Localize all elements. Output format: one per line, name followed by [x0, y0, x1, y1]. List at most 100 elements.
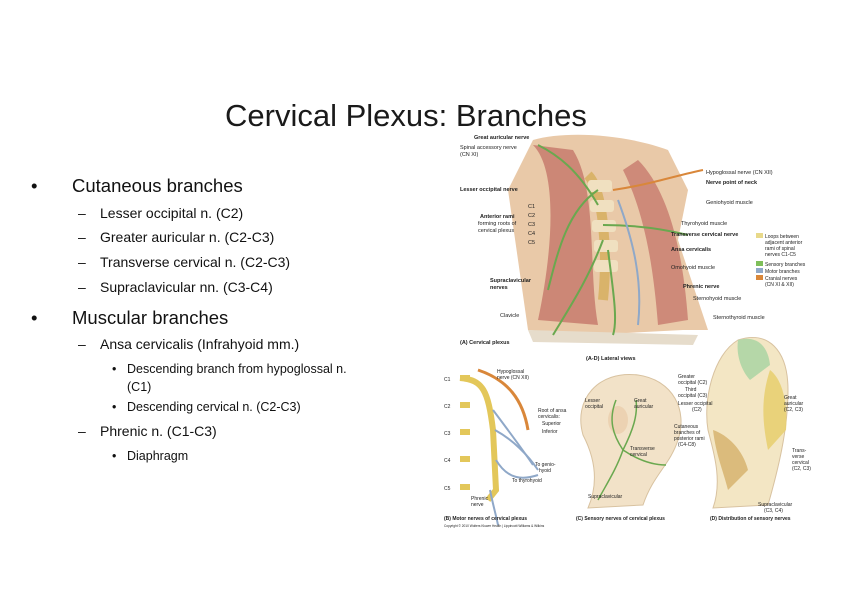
panel-b-hypoglossal-2: nerve (CN XII) — [497, 375, 529, 381]
label-great-auricular: Great auricular nerve — [474, 135, 529, 141]
panel-d-cutaneous-2: branches of — [674, 430, 701, 436]
legend-loops-1: Loops between — [765, 234, 799, 240]
label-spinal-accessory-cn: (CN XI) — [460, 152, 479, 158]
level-c2: C2 — [528, 213, 535, 219]
panel-c-lesser: Lesser — [585, 398, 600, 404]
legend-cranial-2: (CN XI & XII) — [765, 282, 794, 288]
panel-d-cutaneous-4: (C4-C8) — [678, 442, 696, 448]
phrenic-item: Phrenic n. (C1-C3) — [100, 423, 217, 439]
panel-b-root-ansa: Root of ansa — [538, 408, 567, 414]
panel-b-inferior: Inferior — [542, 429, 558, 435]
caption-panel-c: (C) Sensory nerves of cervical plexus — [576, 516, 665, 522]
label-anterior-rami: Anterior rami — [480, 214, 515, 220]
panel-d-labels: Greater occipital (C2) Third occipital (… — [674, 374, 811, 522]
panel-b-phrenic: Phrenic — [471, 496, 488, 502]
panel-b-to-geniohyoid: To genio- — [535, 462, 556, 468]
copyright-notice: Copyright © 2010 Wolters Kluwer Health |… — [444, 524, 545, 528]
bullet-marker: • — [112, 449, 117, 463]
panel-d-lesser: Lesser occipital — [678, 401, 712, 407]
panel-c-illustration — [580, 373, 682, 509]
panel-d-supraclavicular-2: (C3, C4) — [764, 508, 783, 514]
level-c5: C5 — [528, 240, 535, 246]
dash-marker: – — [78, 423, 86, 439]
ansa-item: Ansa cervicalis (Infrahyoid mm.) — [100, 336, 300, 352]
legend-loops-2: adjacent anterior — [765, 240, 803, 246]
label-clavicle: Clavicle — [500, 313, 519, 319]
level-c4: C4 — [528, 231, 535, 237]
legend-swatch-loops — [756, 233, 763, 238]
legend-motor: Motor branches — [765, 269, 800, 275]
panel-c-auricular: auricular — [634, 404, 654, 410]
legend-sensory: Sensory branches — [765, 262, 806, 268]
caption-panel-b: (B) Motor nerves of cervical plexus — [444, 516, 527, 522]
panel-d-great-3: (C2, C3) — [784, 407, 803, 413]
slide-title: Cervical Plexus: Branches — [225, 98, 587, 133]
legend-loops-4: nerves C1-C5 — [765, 252, 796, 258]
label-omohyoid: Omohyoid muscle — [671, 265, 715, 271]
label-transverse-cervical: Transverse cervical nerve — [671, 232, 738, 238]
panel-b-phrenic-2: nerve — [471, 502, 484, 508]
panel-c-great: Great — [634, 398, 647, 404]
panel-d-greater-2: occipital (C2) — [678, 380, 708, 386]
cutaneous-item: Transverse cervical n. (C2-C3) — [100, 254, 291, 270]
panel-b-level-c4: C4 — [444, 458, 451, 464]
bullet-marker: • — [31, 175, 38, 196]
panel-b-level-c2: C2 — [444, 404, 451, 410]
cutaneous-item: Supraclavicular nn. (C3-C4) — [100, 279, 273, 295]
panel-d-great-2: auricular — [784, 401, 804, 407]
legend-swatch-cranial — [756, 275, 763, 280]
panel-d-supraclavicular: Supraclavicular — [758, 502, 793, 508]
panel-b-to-thyrohyoid: To thyrohyoid — [512, 478, 542, 484]
dash-marker: – — [78, 336, 86, 352]
caption-panel-a: (A) Cervical plexus — [460, 340, 510, 346]
level-c1: C1 — [528, 204, 535, 210]
panel-b-level-c1: C1 — [444, 377, 451, 383]
cutaneous-heading: Cutaneous branches — [72, 175, 243, 196]
legend-cranial-1: Cranial nerves — [765, 276, 798, 282]
panel-d-lesser-2: (C2) — [692, 407, 702, 413]
panel-d-third: Third — [685, 387, 697, 393]
lateral-views-label: (A-D) Lateral views — [586, 356, 636, 362]
legend-swatch-sensory — [756, 261, 763, 266]
panel-d-trans: Trans- — [792, 448, 807, 454]
cutaneous-item: Lesser occipital n. (C2) — [100, 205, 244, 221]
figure-legend: Loops between adjacent anterior rami of … — [756, 233, 806, 288]
level-c3: C3 — [528, 222, 535, 228]
panel-c-labels: Lesser occipital Great auricular Transve… — [576, 398, 665, 522]
panel-d-third-2: occipital (C3) — [678, 393, 708, 399]
panel-b-level-c3: C3 — [444, 431, 451, 437]
label-nerve-point: Nerve point of neck — [706, 180, 758, 186]
label-geniohyoid: Geniohyoid muscle — [706, 200, 753, 206]
panel-d-greater: Greater — [678, 374, 695, 380]
panel-a-illustration — [508, 134, 708, 345]
label-thyrohyoid: Thyrohyoid muscle — [681, 221, 727, 227]
bullet-marker: • — [31, 307, 38, 328]
panel-d-cutaneous: Cutaneous — [674, 424, 699, 430]
label-sternothyroid: Sternothyroid muscle — [713, 315, 765, 321]
legend-swatch-motor — [756, 268, 763, 273]
panel-d-great: Great — [784, 395, 797, 401]
panel-b-labels: C1 C2 C3 C4 C5 Hypoglossal nerve (CN XII… — [444, 369, 567, 522]
label-spinal-accessory: Spinal accessory nerve — [460, 145, 517, 151]
legend-loops-3: rami of spinal — [765, 246, 795, 252]
panel-d-cervical-2: (C2, C3) — [792, 466, 811, 472]
cervical-plexus-figure: Great auricular nerve Spinal accessory n… — [444, 134, 811, 528]
dash-marker: – — [78, 205, 86, 221]
label-phrenic: Phrenic nerve — [683, 284, 719, 290]
label-supraclavicular-2: nerves — [490, 285, 508, 291]
ansa-subitem: Descending cervical n. (C2-C3) — [127, 400, 301, 414]
panel-b-root-ansa-2: cervicalis: — [538, 414, 560, 420]
panel-a-labels: Great auricular nerve Spinal accessory n… — [460, 135, 773, 346]
label-anterior-rami-3: cervical plexus — [478, 228, 514, 234]
phrenic-subitem: Diaphragm — [127, 449, 189, 463]
label-sternohyoid: Sternohyoid muscle — [693, 296, 741, 302]
panel-d-cervical: cervical — [792, 460, 809, 466]
label-supraclavicular: Supraclavicular — [490, 278, 532, 284]
panel-b-illustration — [459, 368, 539, 526]
panel-c-occipital: occipital — [585, 404, 603, 410]
panel-d-cutaneous-3: posterior rami — [674, 436, 705, 442]
panel-b-level-c5: C5 — [444, 486, 451, 492]
caption-panel-d: (D) Distribution of sensory nerves — [710, 516, 791, 522]
ansa-subitem-cont: (C1) — [127, 380, 152, 394]
label-ansa: Ansa cervicalis — [671, 247, 711, 253]
